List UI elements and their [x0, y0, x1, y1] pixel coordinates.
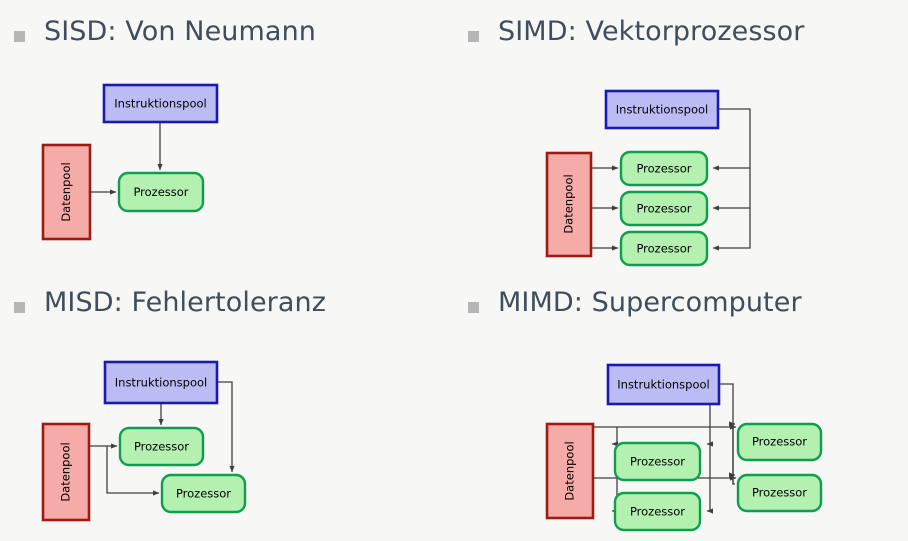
node-processor-1: Prozessor — [619, 150, 709, 187]
node-processor-1: Prozessor — [117, 171, 205, 213]
arrow-instruction-to-processor-2 — [712, 168, 751, 211]
node-processor-2-label: Prozessor — [636, 202, 691, 216]
diagram-mimd: Instruktionspool Datenpool Prozessor Pro… — [545, 363, 823, 532]
node-processor-1-label: Prozessor — [133, 185, 188, 199]
bullet-square-icon — [14, 31, 25, 42]
panel-misd: MISD: Fehlertoleranz Instruktionspool Da… — [0, 271, 454, 541]
node-processor-3-label: Prozessor — [636, 242, 691, 256]
heading-mimd-label: MIMD: Supercomputer — [498, 287, 802, 318]
panel-sisd: SISD: Von Neumann Instruktionspool Daten… — [0, 0, 454, 270]
node-processor-right-1: Prozessor — [736, 422, 823, 462]
node-instruction-pool-label: Instruktionspool — [616, 103, 708, 117]
arrow-data-to-left-processor-1 — [611, 427, 619, 447]
heading-simd-label: SIMD: Vektorprozessor — [498, 16, 805, 47]
node-processor-1: Prozessor — [118, 426, 205, 467]
arrow-instruction-to-left-processor-2 — [706, 444, 714, 514]
node-data-pool-label: Datenpool — [59, 442, 73, 501]
panel-simd: SIMD: Vektorprozessor Instruktionspool D… — [454, 0, 908, 270]
node-instruction-pool-label: Instruktionspool — [617, 378, 709, 392]
node-processor-right-2-label: Prozessor — [752, 486, 807, 500]
diagram-sisd: Instruktionspool Datenpool Prozessor — [41, 83, 219, 241]
node-processor-left-1-label: Prozessor — [630, 455, 685, 469]
panel-mimd: MIMD: Supercomputer Instruktionspool — [454, 271, 908, 541]
node-instruction-pool: Instruktionspool — [102, 83, 219, 124]
diagram-misd-body: Instruktionspool Datenpool Prozessor Pro… — [41, 360, 247, 522]
node-data-pool-label: Datenpool — [562, 174, 576, 233]
node-processor-3: Prozessor — [619, 230, 709, 267]
node-instruction-pool: Instruktionspool — [606, 363, 721, 406]
bullet-square-icon — [468, 31, 479, 42]
node-data-pool: Datenpool — [545, 422, 595, 520]
node-processor-right-1-label: Prozessor — [752, 435, 807, 449]
arrow-data-to-processor-2 — [106, 446, 160, 496]
heading-simd: SIMD: Vektorprozessor — [468, 16, 805, 48]
node-processor-left-2-label: Prozessor — [630, 505, 685, 519]
node-processor-2: Prozessor — [160, 473, 247, 514]
node-data-pool-label: Datenpool — [563, 441, 577, 500]
instruction-bus-right — [719, 383, 735, 425]
node-data-pool-label: Datenpool — [59, 162, 73, 221]
arrow-instruction-to-processor-2 — [217, 381, 235, 473]
node-instruction-pool: Instruktionspool — [604, 89, 720, 130]
node-processor-left-1: Prozessor — [613, 441, 702, 482]
node-instruction-pool-label: Instruktionspool — [115, 376, 207, 390]
heading-sisd-label: SISD: Von Neumann — [44, 16, 316, 47]
arrow-instruction-to-processor-3 — [712, 208, 751, 251]
heading-misd-label: MISD: Fehlertoleranz — [44, 287, 327, 318]
node-instruction-pool: Instruktionspool — [103, 360, 219, 405]
node-data-pool: Datenpool — [545, 151, 593, 258]
node-processor-2: Prozessor — [619, 190, 709, 227]
node-instruction-pool-label: Instruktionspool — [114, 97, 206, 111]
heading-misd: MISD: Fehlertoleranz — [14, 287, 326, 319]
diagram-simd: Instruktionspool Datenpool Prozessor Pro… — [545, 89, 751, 267]
arrow-instruction-to-processor-1 — [712, 108, 751, 171]
node-processor-1-label: Prozessor — [636, 162, 691, 176]
node-processor-1-label: Prozessor — [134, 440, 189, 454]
node-processor-left-2: Prozessor — [613, 491, 702, 532]
node-data-pool: Datenpool — [41, 143, 92, 241]
heading-sisd: SISD: Von Neumann — [14, 16, 316, 48]
node-processor-right-2: Prozessor — [736, 473, 823, 513]
bullet-square-icon — [468, 302, 479, 313]
arrow-instruction-to-left-processor-1 — [706, 404, 714, 447]
heading-mimd: MIMD: Supercomputer — [468, 287, 802, 319]
node-processor-2-label: Prozessor — [176, 487, 231, 501]
bullet-square-icon — [14, 302, 25, 313]
node-data-pool: Datenpool — [41, 422, 91, 522]
